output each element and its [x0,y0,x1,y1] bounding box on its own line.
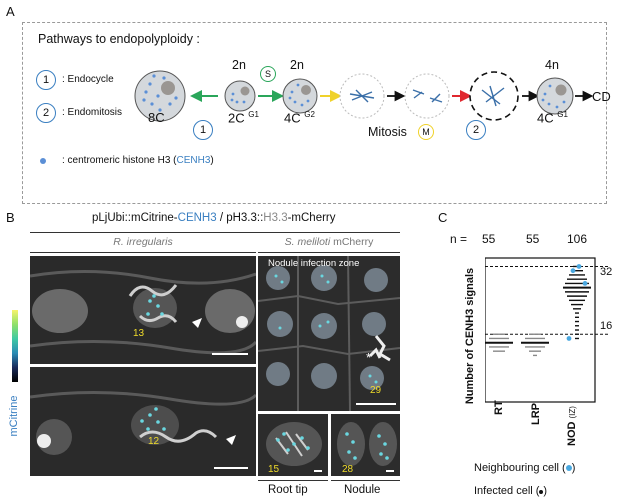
cell-mitosis-2 [404,73,450,119]
micrograph-nodule-infection [258,256,400,411]
mcitrine-label: mCitrine [8,395,20,437]
cell-4c-g1 [536,77,574,115]
ref-label-32: 32 [600,266,613,278]
cell-count-29: 29 [370,385,382,396]
scale-bar-4 [314,470,322,472]
scale-bar-1 [212,353,248,355]
neighbouring-cell-point [570,268,576,274]
panel-a-letter: A [6,4,15,19]
neighbouring-cell-point [576,264,582,269]
cell-count-28: 28 [342,464,354,475]
scale-bar-3 [356,403,396,405]
cell-count-13: 13 [133,328,145,339]
ploidy-4n-label: 4n [545,58,559,72]
cenh3-legend: : centromeric histone H3 (CENH3) [62,155,214,166]
cell-2c [224,80,256,112]
legend-endomitosis-badge: 2 [36,103,56,123]
zone-label: Nodule infection zone [268,258,360,269]
cell-8c [134,70,186,122]
scatter-plot [485,257,610,403]
x-label-rt: RT [493,400,505,415]
asterisk-mark: * [366,350,372,365]
cd-label: CD [592,89,611,104]
panel-c-letter: C [438,210,448,225]
n-prefix: n = [450,232,468,246]
micrograph-nodule [331,414,400,476]
n-count-rt: 55 [482,232,496,246]
legend-neighbouring: Neighbouring cell () [474,462,576,474]
legend-infected: Infected cell () [474,485,548,497]
y-axis-label: Number of CENH3 signals [464,267,476,405]
panel-b-letter: B [6,210,15,225]
legend-endocycle-label: : Endocycle [62,74,114,85]
cell-4c-g1-label: 4C G1 [537,110,568,126]
root-tip-label: Root tip [268,484,308,496]
mcitrine-colorbar [12,310,18,382]
x-label-lrp: LRP [530,403,542,425]
construct-underline [30,232,400,233]
plot-frame [485,257,596,403]
nodule-label: Nodule [344,484,381,496]
ploidy-2n-label: 2n [232,58,246,72]
neighbouring-cell-point [582,281,588,286]
cell-count-15: 15 [268,464,280,475]
legend-endomitosis-label: : Endomitosis [62,107,123,118]
r-irregularis-underline [30,252,256,253]
s-meliloti-underline [258,252,400,253]
neighbouring-dot-icon [565,465,572,471]
pathway-diagram [134,70,594,122]
s-meliloti-title: S. meliloti mCherry [284,236,374,248]
mitosis-label: Mitosis [368,125,407,139]
n-count-nod: 106 [567,232,588,246]
nodule-underline [331,480,400,481]
micrograph-root-tip [258,414,328,476]
scale-bar-2 [214,467,248,469]
cell-8c-label: 8C [148,110,165,125]
ref-label-16: 16 [600,320,613,332]
infected-dot-icon [539,490,544,494]
legend-endocycle-badge: 1 [36,70,56,90]
cenh3-dot-icon [40,158,46,164]
cell-4c-g2-label: 4C G2 [284,110,315,126]
mitosis-badge: M [418,124,434,140]
cell-4c-g2 [282,78,318,114]
x-label-nod: NOD (IZ) [566,406,578,446]
micrograph-r-irregularis-1 [30,256,256,364]
cell-mitosis-1 [339,73,385,119]
cell-count-12: 12 [148,436,160,447]
s-phase-badge: S [260,66,276,82]
scale-bar-5 [386,470,394,472]
cell-2c-label: 2C G1 [228,110,259,126]
root-tip-underline [258,480,328,481]
neighbouring-cell-point [566,336,572,341]
endomitosis-badge: 2 [466,120,486,140]
pathway-box [22,22,607,204]
r-irregularis-title: R. irregularis [113,236,173,248]
n-count-lrp: 55 [526,232,540,246]
ploidy-2n-b-label: 2n [290,58,304,72]
cell-endomitosis [469,71,519,121]
construct-label: pLjUbi::mCitrine-CENH3 / pH3.3::H3.3-mCh… [92,212,336,224]
pathway-title: Pathways to endopolyploidy : [38,32,200,46]
endocycle-badge: 1 [193,120,213,140]
micrograph-r-irregularis-2 [30,367,256,476]
